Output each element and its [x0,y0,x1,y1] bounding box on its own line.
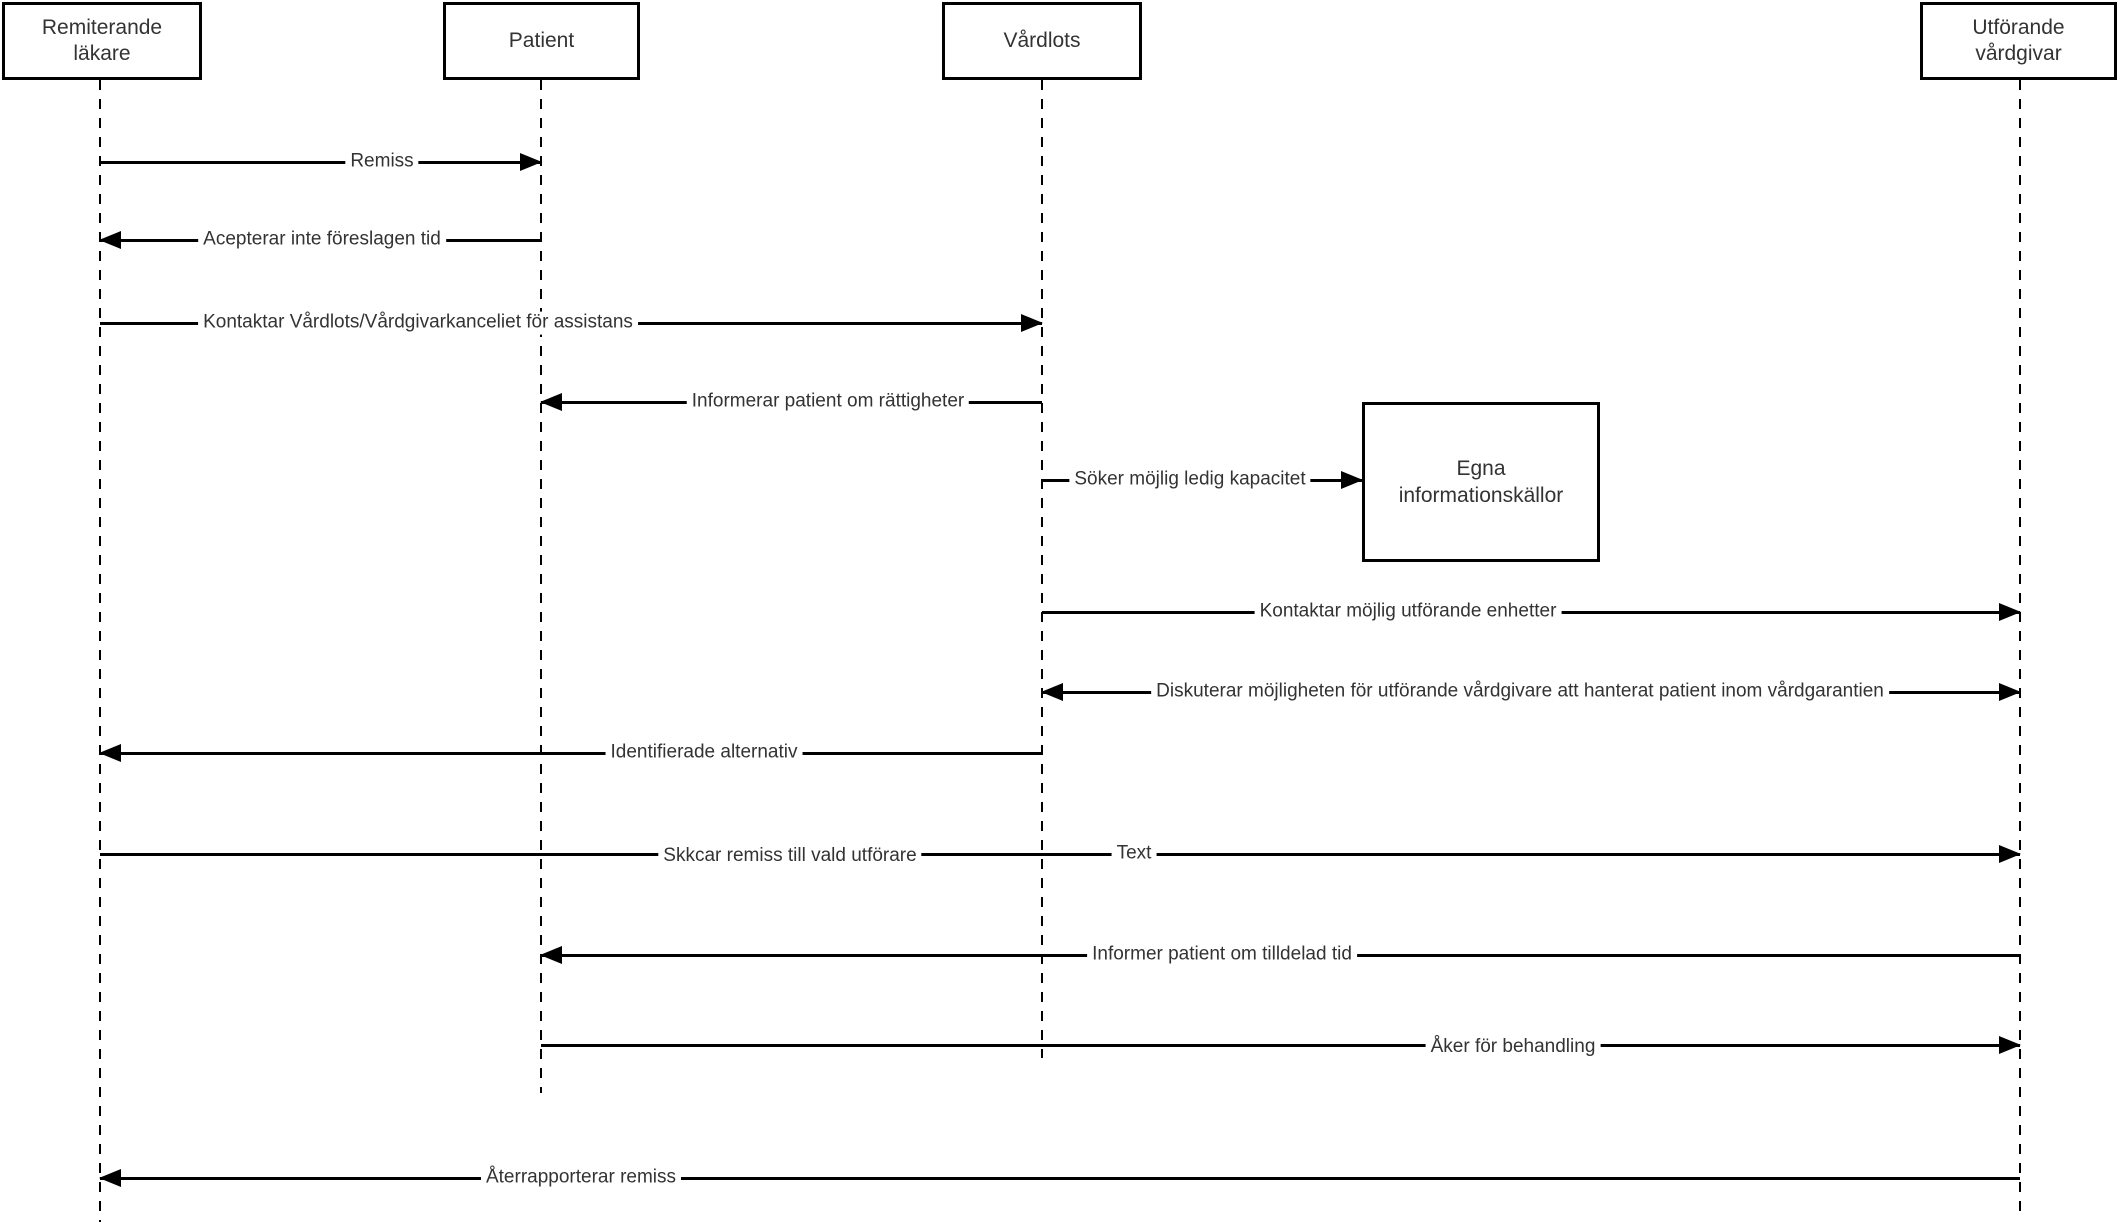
actor-label: Vårdlots [1003,28,1081,52]
message-label: Skkcar remiss till vald utförare [658,844,922,868]
message-label: Diskuterar möjligheten för utförande vår… [1151,680,1889,704]
message-line [100,751,1042,755]
actor-box-patient[interactable]: Patient [443,2,640,80]
object-box-egna-informationskallor[interactable]: Egna informationskällor [1362,402,1600,562]
lifeline-utforande-vardgivar [2019,80,2021,1215]
lifeline-vardlots [1041,80,1043,1058]
arrowhead-left-icon [540,946,562,964]
actor-box-utforande-vardgivar[interactable]: Utförande vårdgivar [1920,2,2117,80]
actor-label: Patient [508,28,575,52]
object-label: Egna informationskällor [1398,456,1564,507]
actor-box-vardlots[interactable]: Vårdlots [942,2,1142,80]
arrowhead-right-icon [1999,845,2021,863]
arrowhead-left-icon [540,393,562,411]
message-label: Kontaktar Vårdlots/Vårdgivarkanceliet fö… [198,311,638,335]
message-line [100,1176,2020,1180]
message-label: Acepterar inte föreslagen tid [198,228,446,252]
message-line [100,160,541,164]
arrowhead-right-icon [1341,471,1363,489]
actor-box-remiterande-lakare[interactable]: Remiterande läkare [2,2,202,80]
lifeline-patient [540,80,542,1093]
message-secondary-label: Text [1111,842,1157,866]
message-label: Söker möjlig ledig kapacitet [1069,468,1311,492]
message-line [541,1043,2020,1047]
lifeline-remiterande-lakare [99,80,101,1222]
arrowhead-left-icon [99,1169,121,1187]
arrowhead-left-icon [1041,683,1063,701]
actor-label: Utförande vårdgivar [1972,15,2065,65]
message-label: Informer patient om tilldelad tid [1087,943,1357,967]
message-line [100,852,2020,856]
message-label: Identifierade alternativ [605,741,803,765]
arrowhead-right-icon [1999,1036,2021,1054]
actor-label: Remiterande läkare [41,15,163,65]
arrowhead-left-icon [99,231,121,249]
message-label: Åker för behandling [1425,1035,1601,1059]
message-label: Remiss [345,150,419,174]
arrowhead-right-icon [1999,683,2021,701]
arrowhead-right-icon [1999,603,2021,621]
message-label: Kontaktar möjlig utförande enhetter [1254,600,1562,624]
arrowhead-right-icon [1021,314,1043,332]
arrowhead-left-icon [99,744,121,762]
message-label: Informerar patient om rättigheter [686,390,970,414]
arrowhead-right-icon [520,153,542,171]
message-label: Återrapporterar remiss [480,1166,682,1190]
